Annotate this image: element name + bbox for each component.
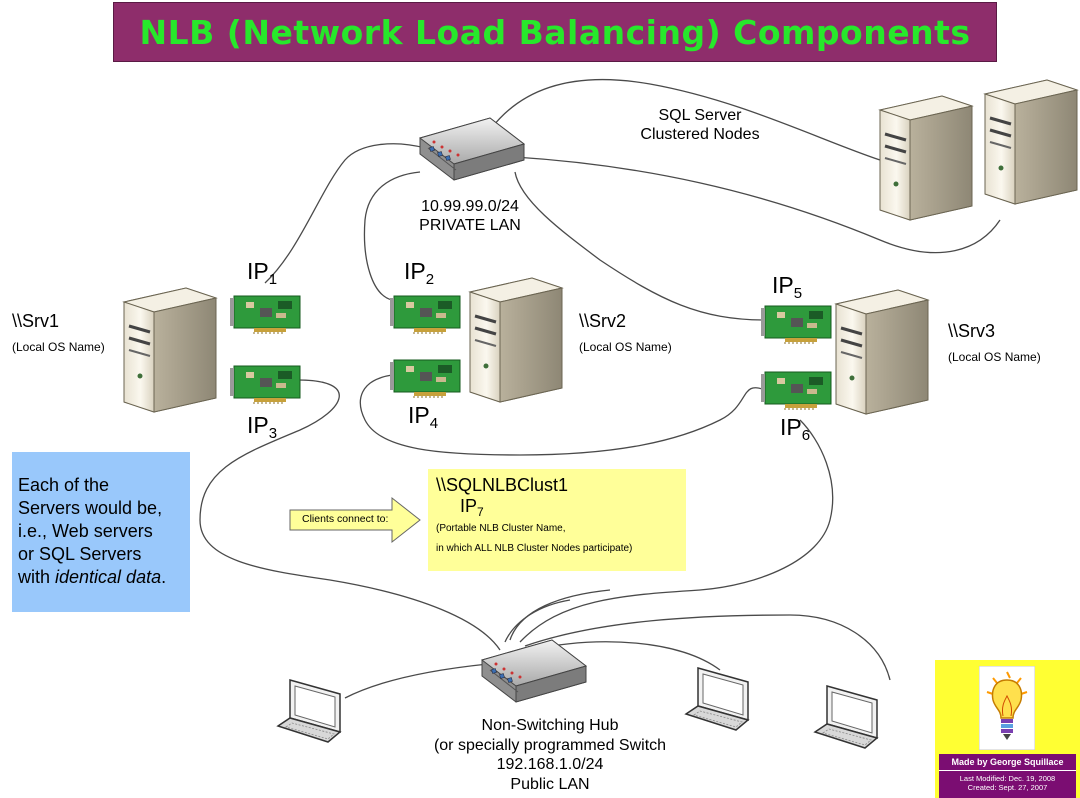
srv1-label: \\Srv1 (Local OS Name) [12, 311, 105, 354]
srv2-server-icon [468, 276, 564, 404]
ip2-label: IP2 [404, 258, 435, 288]
credit-author: Made by George Squillace [939, 757, 1076, 771]
cluster-ip: IP7 [460, 496, 484, 519]
srv1-name: \\Srv1 [12, 311, 60, 331]
client-laptop-3-icon [814, 685, 878, 749]
page-title: NLB (Network Load Balancing) Components [139, 12, 971, 52]
srv1-subtitle: (Local OS Name) [12, 340, 105, 354]
sql-node-2-server-icon [983, 78, 1079, 206]
note-emphasis: identical data [55, 567, 162, 587]
ip4-label: IP4 [408, 402, 439, 432]
cluster-desc-1: (Portable NLB Cluster Name, [436, 523, 566, 534]
srv3-name: \\Srv3 [948, 321, 996, 341]
srv3-server-icon [834, 288, 930, 416]
nic-ip6-icon [760, 371, 832, 411]
public-lan-line1: Non-Switching Hub [481, 717, 619, 734]
public-lan-label: Non-Switching Hub (or specially programm… [400, 716, 700, 794]
private-lan-subnet: 10.99.99.0/24 [421, 198, 519, 215]
arrow-right-icon [289, 496, 421, 544]
ip6-label: IP6 [780, 414, 811, 444]
public-hub-icon [481, 639, 587, 703]
credit-modified: Last Modified: Dec. 19, 2008 [959, 774, 1056, 783]
public-lan-line3: 192.168.1.0/24 [496, 756, 604, 773]
ip1-label: IP1 [247, 258, 278, 288]
arrow-label: Clients connect to: [302, 513, 389, 525]
sql-node-1-server-icon [878, 94, 974, 222]
sql-cluster-line1: SQL Server [658, 107, 742, 124]
cluster-desc-2: in which ALL NLB Cluster Nodes participa… [436, 543, 633, 554]
srv2-subtitle: (Local OS Name) [579, 340, 672, 354]
ip5-label: IP5 [772, 272, 803, 302]
lightbulb-icon [979, 666, 1035, 750]
nic-ip1-icon [229, 295, 301, 335]
cluster-name: \\SQLNLBClust1 [436, 475, 569, 495]
srv2-name: \\Srv2 [579, 311, 627, 331]
private-hub-icon [419, 117, 525, 181]
credit-created: Created: Sept. 27, 2007 [967, 783, 1048, 792]
note-line: or SQL Servers [18, 544, 142, 564]
note-line: i.e., Web servers [18, 521, 153, 541]
note-line: Servers would be, [18, 498, 163, 518]
private-lan-name: PRIVATE LAN [419, 217, 521, 234]
note-line: with identical data. [18, 567, 167, 587]
client-laptop-1-icon [277, 679, 341, 743]
nic-ip4-icon [389, 359, 461, 399]
srv2-label: \\Srv2 (Local OS Name) [579, 311, 672, 354]
nic-ip2-icon [389, 295, 461, 335]
srv3-label: \\Srv3 (Local OS Name) [948, 321, 1041, 364]
title-banner: NLB (Network Load Balancing) Components [113, 2, 997, 62]
public-lan-line2: (or specially programmed Switch [433, 736, 667, 754]
sql-cluster-line2: Clustered Nodes [640, 126, 760, 143]
credit-band: Made by George Squillace Last Modified: … [939, 754, 1076, 798]
private-lan-label: 10.99.99.0/24 PRIVATE LAN [400, 197, 540, 235]
srv3-subtitle: (Local OS Name) [948, 350, 1041, 364]
srv1-server-icon [122, 286, 218, 414]
credit-box: Made by George Squillace Last Modified: … [935, 660, 1080, 798]
nic-ip3-icon [229, 365, 301, 405]
public-lan-line4: Public LAN [510, 775, 590, 793]
ip3-label: IP3 [247, 412, 278, 442]
cluster-name-box: \\SQLNLBClust1 IP7 (Portable NLB Cluster… [428, 469, 686, 571]
nic-ip5-icon [760, 305, 832, 345]
sql-cluster-label: SQL Server Clustered Nodes [620, 106, 780, 144]
servers-note-box: Each of the Servers would be, i.e., Web … [12, 452, 190, 612]
note-line: Each of the [18, 475, 110, 495]
